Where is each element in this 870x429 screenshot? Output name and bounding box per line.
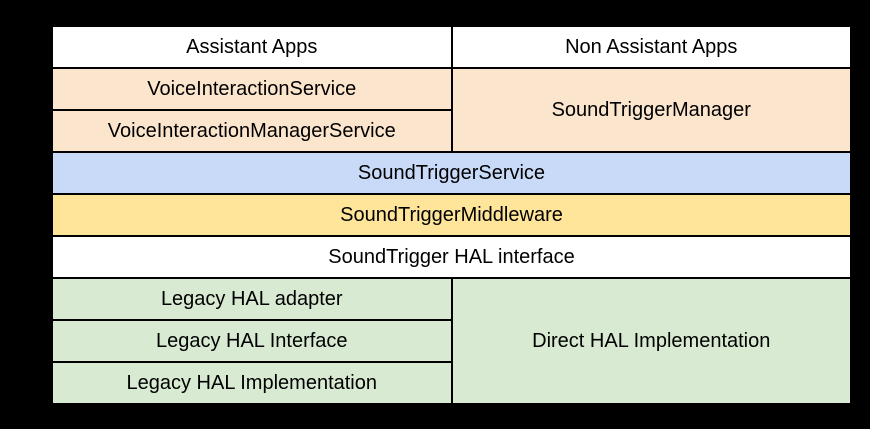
cell-legacy-hal-implementation: Legacy HAL Implementation — [53, 363, 451, 403]
cell-sound-trigger-middleware: SoundTriggerMiddleware — [53, 195, 850, 235]
cell-legacy-hal-interface: Legacy HAL Interface — [53, 321, 451, 361]
cell-legacy-hal-adapter: Legacy HAL adapter — [53, 279, 451, 319]
cell-direct-hal-implementation: Direct HAL Implementation — [452, 279, 850, 403]
cell-voice-interaction-manager-service: VoiceInteractionManagerService — [53, 111, 451, 151]
cell-sound-trigger-hal-interface: SoundTrigger HAL interface — [53, 237, 850, 277]
cell-non-assistant-apps: Non Assistant Apps — [452, 27, 850, 67]
cell-voice-interaction-service: VoiceInteractionService — [53, 69, 451, 109]
cell-sound-trigger-service: SoundTriggerService — [53, 153, 850, 193]
cell-assistant-apps: Assistant Apps — [53, 27, 451, 67]
soundtrigger-stack-diagram: Assistant Apps Non Assistant Apps VoiceI… — [53, 27, 850, 403]
cell-sound-trigger-manager: SoundTriggerManager — [452, 69, 850, 151]
